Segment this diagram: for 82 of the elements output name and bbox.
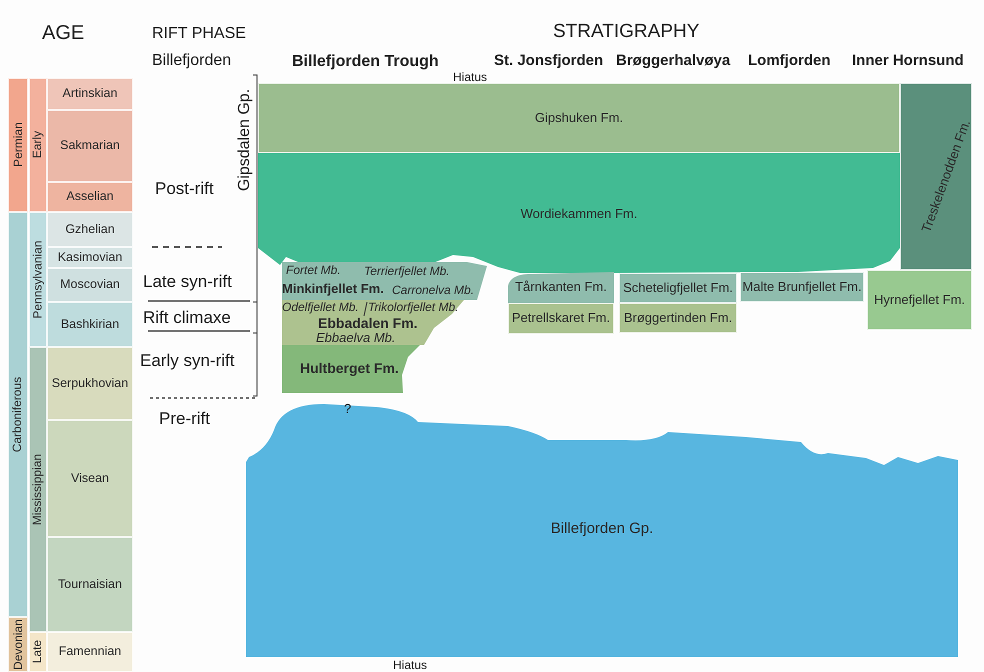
- text-label: AGE: [42, 22, 84, 44]
- epoch-label: Mississippian: [31, 454, 45, 526]
- member-label: Carronelva Mb.: [392, 284, 474, 298]
- stage-label: Moscovian: [60, 278, 120, 292]
- epoch-band: [29, 78, 47, 212]
- stage-label: Visean: [71, 472, 109, 486]
- formation-unit: [282, 345, 420, 393]
- formation-label: Tårnkanten Fm.: [515, 280, 607, 295]
- stage-cell: [47, 537, 133, 632]
- period-label: Devonian: [11, 619, 25, 670]
- formation-label: Wordiekammen Fm.: [520, 206, 638, 222]
- formation-label: Scheteligfjellet Fm.: [623, 280, 733, 296]
- text-label: Billefjorden: [152, 52, 232, 70]
- formation-unit: [867, 270, 972, 330]
- stage-cell: [47, 420, 133, 537]
- stage-label: Famennian: [58, 645, 122, 659]
- epoch-band: [29, 632, 47, 672]
- stage-label: Serpukhovian: [52, 376, 128, 390]
- stage-cell: [47, 212, 133, 247]
- text-label: St. Jonsfjorden: [494, 53, 604, 70]
- text-label: Rift climaxe: [143, 309, 231, 328]
- formation-label: Malte Brunfjellet Fm.: [742, 280, 862, 294]
- formation-label: Hyrnefjellet Fm.: [874, 292, 966, 308]
- text-label: STRATIGRAPHY: [553, 22, 700, 43]
- stage-cell: [47, 632, 133, 672]
- formation-unit: [282, 262, 487, 300]
- formation-label: Minkinfjellet Fm.: [282, 282, 384, 296]
- member-label: Trikolorfjellet Mb.: [368, 301, 458, 314]
- period-band: [8, 212, 28, 617]
- text-label: Hiatus: [393, 659, 428, 672]
- stage-label: Gzhelian: [65, 222, 115, 236]
- formation-unit: [508, 272, 614, 303]
- text-label: Inner Hornsund: [852, 53, 964, 70]
- text-label: Post-rift: [155, 180, 214, 199]
- text-label: Late syn-rift: [143, 273, 232, 292]
- period-band: [8, 78, 28, 212]
- period-label: Permian: [11, 122, 25, 168]
- group-label: Billefjorden Gp.: [550, 521, 654, 538]
- epoch-label: Pennsylvanian: [31, 240, 45, 319]
- period-label: Carboniferous: [11, 376, 25, 452]
- text-label: Lomfjorden: [748, 53, 830, 70]
- group-label: Gipsdalen Gp.: [236, 88, 254, 192]
- stage-label: Tournaisian: [58, 578, 122, 592]
- formation-label: Petrellskaret Fm.: [512, 311, 610, 326]
- stage-label: Bashkirian: [60, 318, 120, 332]
- stage-label: Asselian: [66, 190, 114, 204]
- formation-unit: [900, 83, 972, 270]
- formation-label: Hultberget Fm.: [300, 361, 399, 376]
- epoch-band: [29, 347, 47, 632]
- epoch-band: [29, 212, 47, 347]
- formation-unit: [508, 303, 614, 334]
- formation-label: Brøggertinden Fm.: [624, 310, 732, 326]
- stage-cell: [47, 247, 133, 268]
- group-unit: [246, 402, 958, 657]
- stage-cell: [47, 182, 133, 212]
- stage-cell: [47, 302, 133, 347]
- stage-cell: [47, 268, 133, 302]
- text-label: ?: [344, 402, 352, 416]
- text-label: Billefjorden Trough: [292, 53, 439, 71]
- formation-unit: [740, 272, 864, 302]
- text-label: Brøggerhalvøya: [616, 53, 730, 70]
- stage-cell: [47, 78, 133, 110]
- formation-label: Ebbadalen Fm.: [318, 316, 418, 332]
- epoch-label: Late: [31, 640, 45, 664]
- stage-cell: [47, 110, 133, 182]
- stage-label: Artinskian: [62, 87, 118, 101]
- formation-unit: [619, 273, 737, 303]
- text-label: RIFT PHASE: [152, 25, 246, 43]
- member-label: Ebbaelva Mb.: [316, 331, 396, 346]
- stage-label: Kasimovian: [58, 250, 122, 264]
- member-label: Terrierfjellet Mb.: [364, 265, 450, 278]
- stage-label: Sakmarian: [60, 139, 120, 153]
- formation-unit: [258, 83, 900, 153]
- formation-unit: [619, 303, 737, 333]
- stage-cell: [47, 347, 133, 420]
- text-label: Pre-rift: [159, 410, 210, 429]
- formation-label: Gipshuken Fm.: [534, 110, 624, 126]
- member-label: Fortet Mb.: [286, 264, 341, 278]
- member-label: Odelfjellet Mb.: [282, 301, 359, 314]
- text-label: Hiatus: [453, 71, 488, 84]
- epoch-label: Early: [31, 131, 45, 159]
- text-label: Early syn-rift: [140, 352, 234, 371]
